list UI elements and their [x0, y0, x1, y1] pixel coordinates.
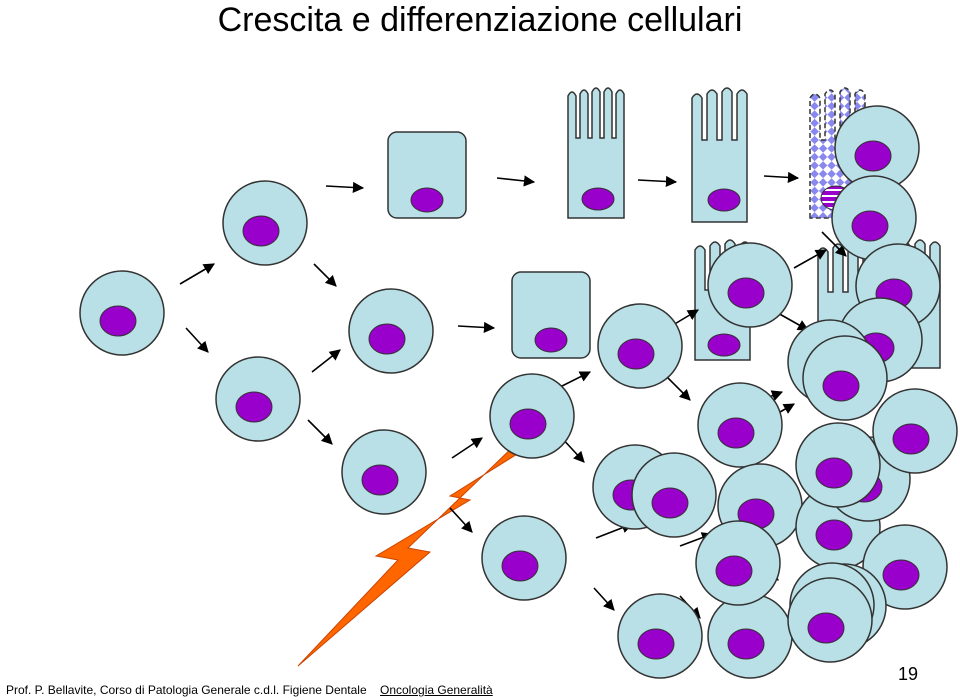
- footer-credits: Prof. P. Bellavite, Corso di Patologia G…: [6, 683, 493, 697]
- slide-title: Crescita e differenziazione cellulari: [217, 1, 743, 39]
- round-cell-icon: [872, 388, 958, 474]
- round-cell-icon: [697, 382, 783, 468]
- round-cell-icon: [862, 524, 948, 610]
- arrow-icon: [307, 419, 333, 445]
- arrow-icon: [763, 171, 800, 183]
- round-cell-icon: [222, 180, 308, 266]
- arrow-icon: [185, 327, 209, 353]
- slide-number: 19: [897, 664, 918, 684]
- round-cell-icon: [707, 242, 793, 328]
- columnar-cell: [567, 87, 625, 219]
- round-cell-icon: [597, 303, 683, 389]
- round-cell-icon: [79, 270, 165, 356]
- arrow-icon: [449, 507, 473, 533]
- round-cell-icon: [489, 373, 575, 459]
- cuboidal-cell: [387, 131, 467, 219]
- footer-text: Prof. P. Bellavite, Corso di Patologia G…: [6, 683, 367, 697]
- round-cells: [79, 105, 958, 679]
- arrow-icon: [557, 371, 592, 389]
- round-cell-icon: [834, 105, 920, 191]
- arrow-icon: [821, 231, 847, 257]
- round-cell-icon: [802, 335, 888, 421]
- round-cell-icon: [215, 356, 301, 442]
- arrow-icon: [593, 587, 615, 611]
- round-cell-icon: [631, 452, 717, 538]
- round-cell-icon: [707, 593, 793, 679]
- footer-tail: Oncologia Generalità: [380, 683, 493, 697]
- arrow-icon: [637, 175, 678, 188]
- arrow-icon: [311, 349, 341, 373]
- arrow-icon: [496, 175, 536, 187]
- round-cell-icon: [348, 288, 434, 374]
- cuboidal-cell: [511, 271, 591, 359]
- arrow-icon: [793, 249, 827, 269]
- lightning-bolt-icon: [297, 441, 532, 667]
- round-cell-icon: [787, 577, 873, 663]
- arrow-icon: [665, 375, 691, 401]
- arrow-icon: [457, 321, 496, 334]
- round-cell-icon: [617, 593, 703, 679]
- round-cell-icon: [341, 429, 427, 515]
- arrow-icon: [451, 437, 483, 459]
- round-cell-icon: [795, 422, 881, 508]
- arrow-icon: [775, 311, 809, 331]
- arrow-icon: [179, 263, 215, 285]
- arrow-icon: [313, 263, 337, 287]
- round-cell-icon: [695, 520, 781, 606]
- columnar-cell: [691, 87, 748, 223]
- round-cell-icon: [481, 515, 567, 601]
- arrow-icon: [325, 181, 365, 194]
